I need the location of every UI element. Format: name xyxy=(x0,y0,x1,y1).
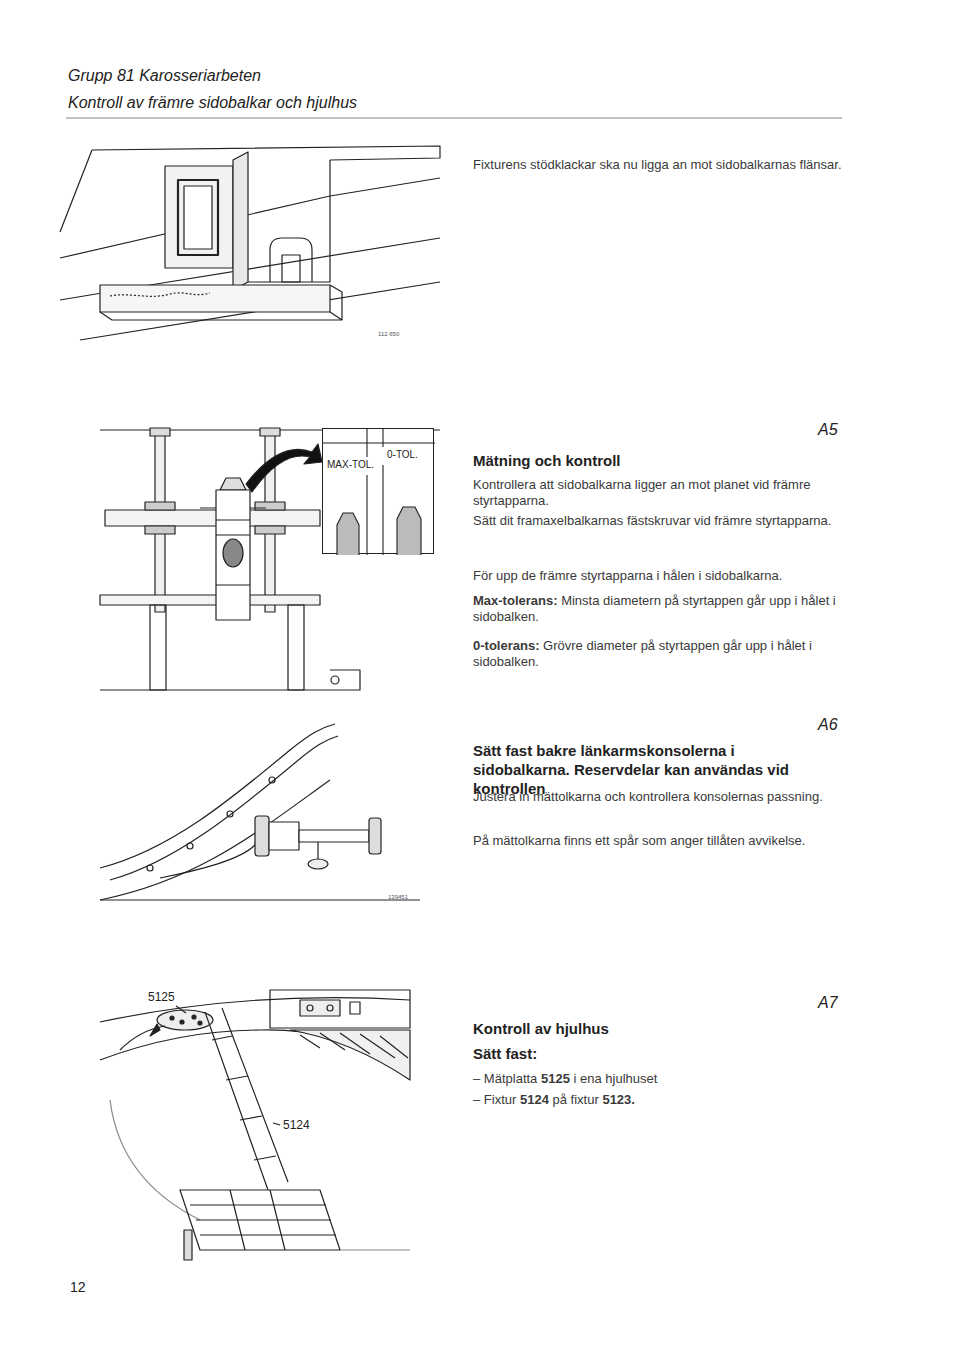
page-title: Kontroll av främre sidobalkar och hjulhu… xyxy=(68,93,362,113)
callout-number-text: 5125 xyxy=(148,990,175,1004)
page-title-text: Kontroll av främre sidobalkar och hjulhu… xyxy=(68,94,357,111)
tolerance-label: MAX-TOL. xyxy=(327,459,374,470)
group-header-text: Grupp 81 Karosseriarbeten xyxy=(68,67,261,84)
step-number: A6 xyxy=(818,715,842,735)
section-heading: Kontroll av hjulhus xyxy=(473,1019,853,1038)
list-item-text: 5123. xyxy=(602,1092,635,1107)
body-text-text: 0-tolerans: xyxy=(473,638,539,653)
figure-number: 139451 xyxy=(388,893,410,901)
group-header: Grupp 81 Karosseriarbeten xyxy=(68,66,568,86)
figure-number-text: 139451 xyxy=(388,894,408,900)
callout-number: 5124 xyxy=(283,1118,313,1133)
body-text: Max-tolerans:Minsta diametern på styrtap… xyxy=(473,593,851,625)
step-number: A5 xyxy=(818,420,842,440)
list-item: –Fixtur5124 på fixtur5123. xyxy=(473,1092,853,1108)
section-heading-text: Sätt fast: xyxy=(473,1045,537,1062)
detail-inset: MAX-TOL. 0-TOL. xyxy=(322,428,434,554)
body-text-text: Sätt dit framaxelbalkarnas fästskruvar v… xyxy=(473,513,831,528)
list-item-text: på fixtur xyxy=(553,1092,599,1107)
callout-number: 5125 xyxy=(148,990,178,1005)
body-text: Kontrollera att sidobalkarna ligger an m… xyxy=(473,477,851,509)
step-number-text: A5 xyxy=(818,421,838,438)
section-heading: Mätning och kontroll xyxy=(473,451,853,470)
body-text: Justera in mättolkarna och kontrollera k… xyxy=(473,789,851,805)
body-text: På mättolkarna finns ett spår som anger … xyxy=(473,833,851,849)
step-number-text: A7 xyxy=(818,994,838,1011)
figure-number: 112 650 xyxy=(378,330,401,338)
callout-number-text: 5124 xyxy=(283,1118,310,1132)
body-text-text: Fixturens stödklackar ska nu ligga an mo… xyxy=(473,157,842,172)
figure-number-text: 112 650 xyxy=(378,331,399,337)
tolerance-label: 0-TOL. xyxy=(387,449,418,460)
body-text-text: Justera in mättolkarna och kontrollera k… xyxy=(473,789,823,804)
step-number-text: A6 xyxy=(818,716,838,733)
body-text-text: Max-tolerans: xyxy=(473,593,558,608)
section-heading-text: Mätning och kontroll xyxy=(473,452,621,469)
body-text-text: För upp de främre styrtapparna i hålen i… xyxy=(473,568,782,583)
section-heading-text: Kontroll av hjulhus xyxy=(473,1020,609,1037)
list-item-text: Fixtur xyxy=(484,1092,517,1107)
list-item: –Mätplatta 5125 i ena hjulhuset xyxy=(473,1071,853,1087)
inset-drawing xyxy=(323,429,435,555)
body-text-text: Kontrollera att sidobalkarna ligger an m… xyxy=(473,477,810,508)
body-text: 0-tolerans:Grövre diameter på styrtappen… xyxy=(473,638,851,670)
page-number: 12 xyxy=(70,1278,89,1296)
section-heading: Sätt fast: xyxy=(473,1044,853,1063)
body-text: För upp de främre styrtapparna i hålen i… xyxy=(473,568,851,584)
list-item-text: Mätplatta xyxy=(484,1071,537,1086)
page-number-text: 12 xyxy=(70,1279,86,1295)
list-item-text: – xyxy=(473,1071,480,1086)
list-item-text: – xyxy=(473,1092,480,1107)
list-item-text: 5125 xyxy=(541,1071,570,1086)
list-item-text: 5124 xyxy=(520,1092,549,1107)
step-number: A7 xyxy=(818,993,842,1013)
body-text: Sätt dit framaxelbalkarnas fästskruvar v… xyxy=(473,513,851,529)
body-text: Fixturens stödklackar ska nu ligga an mo… xyxy=(473,157,848,173)
body-text-text: På mättolkarna finns ett spår som anger … xyxy=(473,833,805,848)
list-item-text: i ena hjulhuset xyxy=(574,1071,658,1086)
